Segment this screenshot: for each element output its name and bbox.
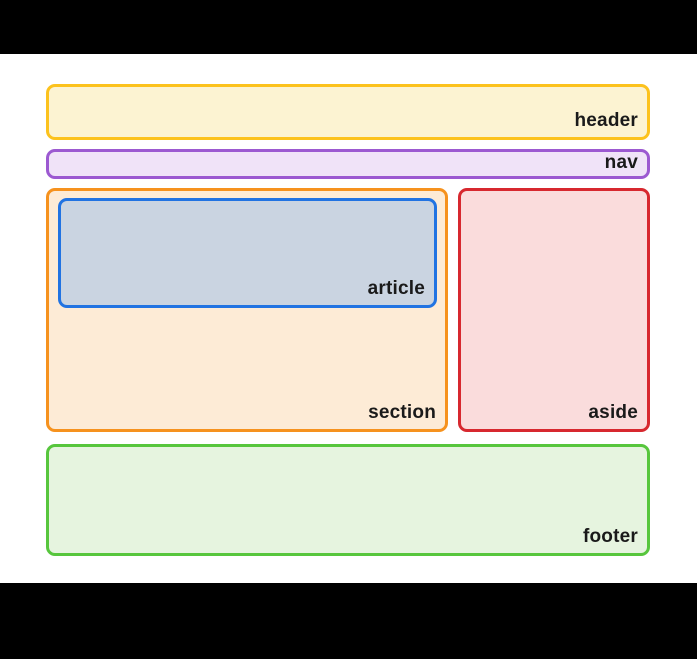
header-label: header <box>574 110 638 132</box>
header-box: header <box>46 84 650 140</box>
section-box: article section <box>46 188 448 432</box>
letterbox-top-bar <box>0 0 697 54</box>
article-box: article <box>58 198 437 308</box>
nav-box: nav <box>46 149 650 179</box>
aside-label: aside <box>588 402 638 424</box>
nav-label: nav <box>604 152 638 174</box>
letterbox-bottom-bar <box>0 583 697 659</box>
section-label: section <box>368 402 436 424</box>
footer-box: footer <box>46 444 650 556</box>
aside-box: aside <box>458 188 650 432</box>
footer-label: footer <box>582 526 638 548</box>
article-label: article <box>367 278 425 300</box>
